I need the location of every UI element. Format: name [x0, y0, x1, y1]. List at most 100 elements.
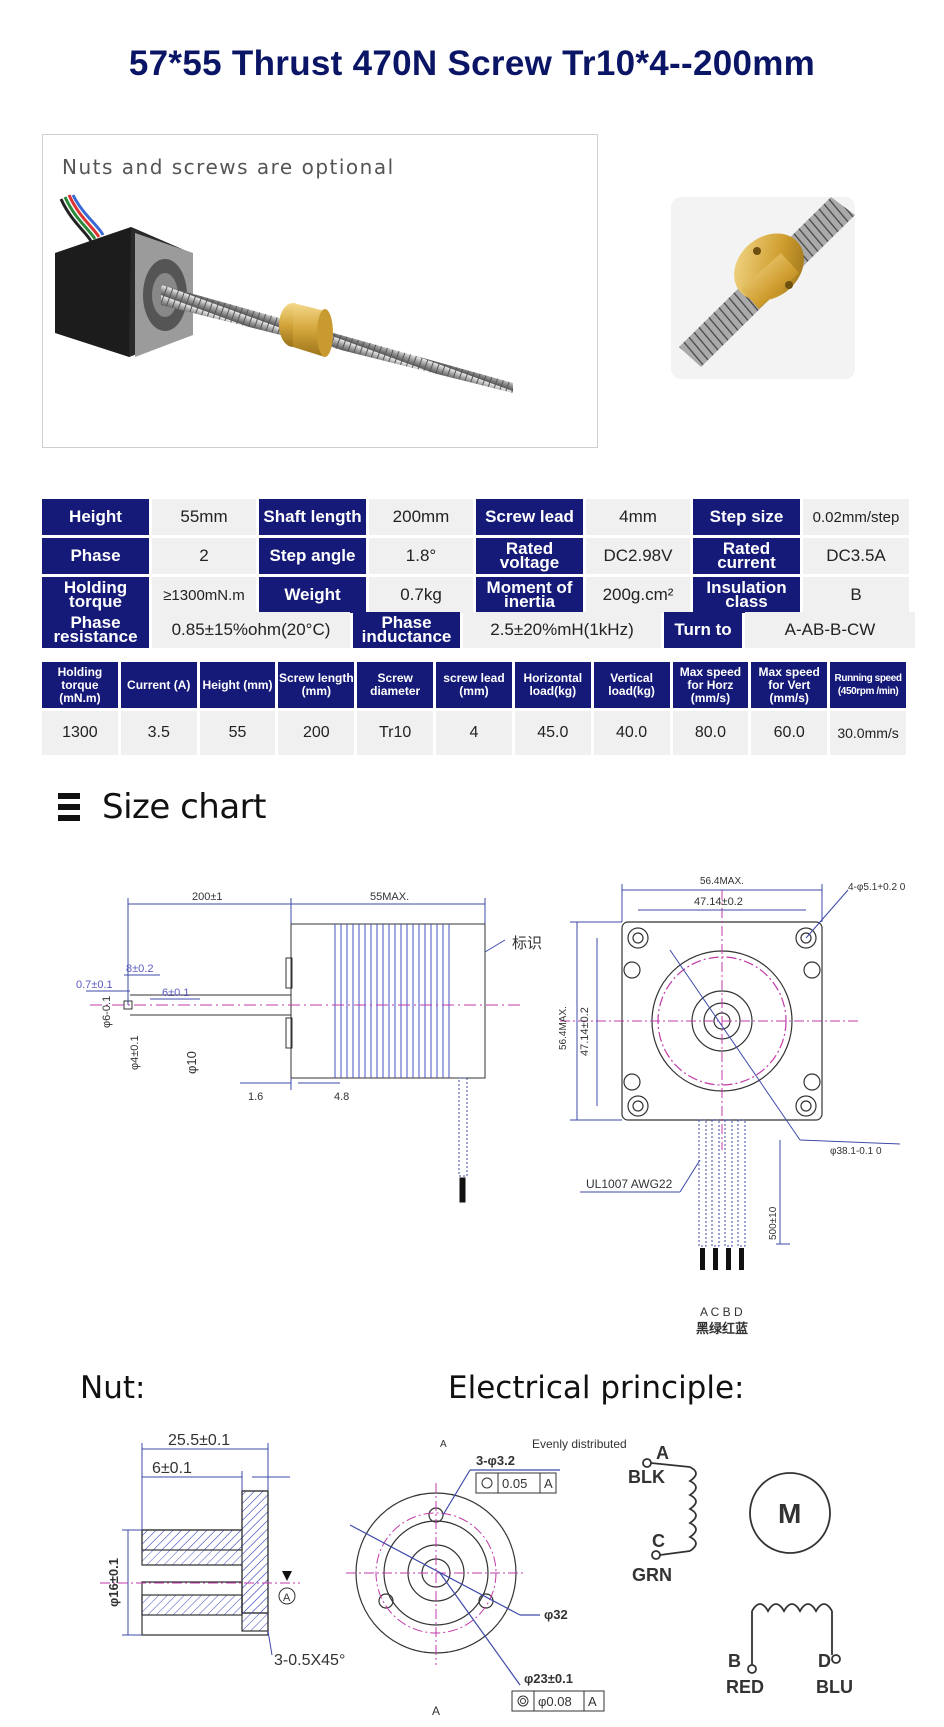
nut-length: 25.5±0.1: [168, 1432, 230, 1449]
dim-phi10: φ10: [184, 1051, 199, 1074]
param-table: Holding torque (mN.m) Current (A) Height…: [39, 659, 909, 758]
spec-label: Screw lead: [476, 499, 583, 535]
datum-bottom: A: [432, 1704, 440, 1718]
spec-label: Rated current: [693, 538, 800, 574]
pin-d: D: [818, 1651, 831, 1671]
nut-chamfer: 3-0.5X45°: [274, 1652, 345, 1669]
spec-value: 0.7kg: [369, 577, 473, 613]
spec-value: 200g.cm²: [586, 577, 690, 613]
spec-value: 2: [152, 538, 256, 574]
spec-row: Height 55mm Shaft length 200mm Screw lea…: [42, 499, 909, 535]
param-header: Current (A): [120, 662, 197, 708]
dim-body-length: 55MAX.: [370, 891, 409, 903]
spec-value: 1.8°: [369, 538, 473, 574]
dim-holes: 4-φ5.1+0.2 0: [848, 882, 906, 893]
dim-hole-spacing-v: 47.14±0.2: [579, 1007, 591, 1056]
datum-top: A: [440, 1439, 447, 1450]
pin-a: A: [656, 1443, 669, 1463]
nut-evenly: Evenly distributed: [532, 1437, 627, 1451]
nut-flange: 6±0.1: [152, 1460, 192, 1477]
nut-holes: 3-φ3.2: [476, 1453, 515, 1468]
dim-shaft-length: 200±1: [192, 891, 223, 903]
label-blk: BLK: [628, 1467, 665, 1487]
pin-c: C: [652, 1531, 665, 1551]
spec-value: ≥1300mN.m: [152, 577, 256, 613]
spec-label: Phase inductance: [353, 612, 460, 648]
nut-tol2-datum: A: [588, 1694, 597, 1709]
spec-value: 200mm: [369, 499, 473, 535]
size-chart-title: Size chart: [102, 787, 267, 827]
param-header: Height (mm): [199, 662, 276, 708]
param-header: Screw diameter: [357, 662, 434, 708]
label-red: RED: [726, 1677, 764, 1697]
param-header: Running speed (450rpm /min): [830, 662, 906, 708]
spec-value: B: [803, 577, 909, 613]
spec-value: 0.02mm/step: [803, 499, 909, 535]
dim-48: 4.8: [334, 1091, 349, 1103]
pin-labels: A C B D: [700, 1305, 743, 1319]
param-value: 60.0: [751, 711, 828, 755]
param-header: Screw length (mm): [278, 662, 355, 708]
spec-label: Turn to: [664, 612, 742, 648]
wire-colors: 黑绿红蓝: [696, 1321, 748, 1336]
photo-caption: Nuts and screws are optional: [62, 155, 395, 179]
dim-boss: φ38.1-0.1 0: [830, 1146, 882, 1157]
spec-row: Phase resistance 0.85±15%ohm(20°C) Phase…: [42, 612, 915, 648]
dim-6: 6±0.1: [162, 987, 189, 999]
dim-front-height: 56.4MAX.: [558, 1006, 569, 1050]
spec-label: Phase resistance: [42, 612, 149, 648]
spec-label: Insulation class: [693, 577, 800, 613]
spec-label: Shaft length: [259, 499, 366, 535]
pin-b: B: [728, 1651, 741, 1671]
param-header-row: Holding torque (mN.m) Current (A) Height…: [42, 662, 906, 708]
datum-a: A: [283, 1592, 291, 1604]
param-value: 55: [199, 711, 276, 755]
nut-phi23: φ23±0.1: [524, 1671, 573, 1686]
param-value: 45.0: [514, 711, 591, 755]
dim-phi6: φ6-0.1: [101, 996, 113, 1028]
spec-label: Step angle: [259, 538, 366, 574]
dim-8: 8±0.2: [126, 963, 153, 975]
nut-tol1-datum: A: [544, 1476, 553, 1491]
spec-row: Phase 2 Step angle 1.8° Rated voltage DC…: [42, 538, 909, 574]
param-header: Holding torque (mN.m): [42, 662, 118, 708]
nut-tol2: φ0.08: [538, 1694, 572, 1709]
param-value: 4: [436, 711, 512, 755]
spec-label: Holding torque: [42, 577, 149, 613]
nut-photo: [671, 197, 855, 379]
param-value: 40.0: [593, 711, 670, 755]
spec-value: 0.85±15%ohm(20°C): [152, 612, 350, 648]
param-value-row: 1300 3.5 55 200 Tr10 4 45.0 40.0 80.0 60…: [42, 711, 906, 755]
nut-and-electrical-drawing: 25.5±0.1 6±0.1 φ16±0.1 3-0.5X45° A 3-φ3.…: [100, 1432, 853, 1718]
dim-07: 0.7±0.1: [76, 979, 113, 991]
param-header: screw lead (mm): [436, 662, 512, 708]
spec-value: A-AB-B-CW: [745, 612, 915, 648]
param-value: 80.0: [672, 711, 749, 755]
product-photo: Nuts and screws are optional: [42, 134, 598, 448]
nut-title: Nut:: [80, 1370, 146, 1406]
page-title: 57*55 Thrust 470N Screw Tr10*4--200mm: [128, 44, 816, 83]
size-chart-heading: Size chart: [58, 787, 267, 827]
spec-value: DC2.98V: [586, 538, 690, 574]
spec-label: Step size: [693, 499, 800, 535]
electrical-title: Electrical principle:: [448, 1370, 745, 1406]
motor-illustration: [55, 194, 513, 393]
param-header: Max speed for Horz (mm/s): [672, 662, 749, 708]
spec-table: Height 55mm Shaft length 200mm Screw lea…: [39, 496, 912, 616]
nut-phi32: φ32: [544, 1607, 568, 1622]
param-header: Horizontal load(kg): [514, 662, 591, 708]
param-value: 1300: [42, 711, 118, 755]
mark-label: 标识: [512, 935, 542, 952]
spec-value: 55mm: [152, 499, 256, 535]
param-value: 200: [278, 711, 355, 755]
param-value: 3.5: [120, 711, 197, 755]
dim-phi4: φ4±0.1: [129, 1035, 141, 1070]
dim-wire-length: 500±10: [768, 1206, 779, 1240]
spec-label: Height: [42, 499, 149, 535]
spec-label: Moment of inertia: [476, 577, 583, 613]
list-icon: [58, 793, 80, 821]
wire-spec: UL1007 AWG22: [586, 1177, 673, 1191]
param-value: Tr10: [357, 711, 434, 755]
spec-value: DC3.5A: [803, 538, 909, 574]
label-grn: GRN: [632, 1565, 672, 1585]
